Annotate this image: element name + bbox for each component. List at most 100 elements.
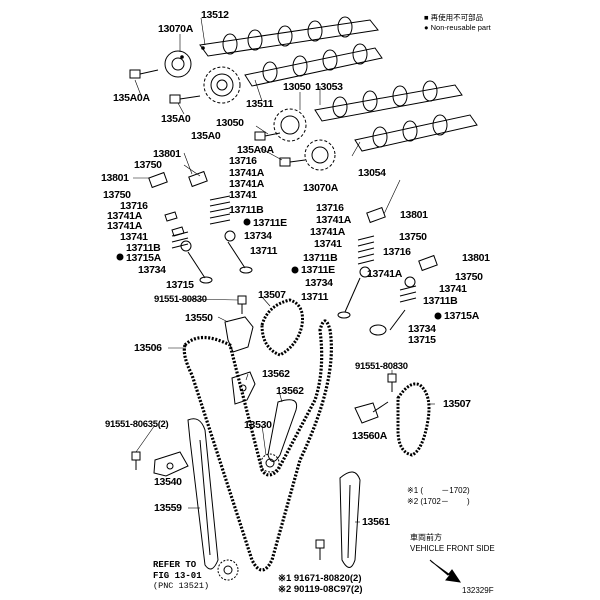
label-13741A-f: 13741A	[310, 226, 345, 238]
bolt-135A0-b	[254, 131, 281, 141]
label-13070A: 13070A	[158, 23, 193, 35]
label-13741-c: 13741	[314, 238, 342, 250]
camshaft-lower-left	[314, 80, 463, 122]
crankshaft-ref	[217, 559, 239, 581]
bolt-135A0A-b	[279, 157, 306, 167]
note-front-jp: 車両前方	[410, 533, 442, 542]
label-13741A-e: 13741A	[316, 214, 351, 226]
label-135A0A-b: 135A0A	[237, 144, 274, 156]
valve-train-left	[148, 170, 253, 284]
label-13561: 13561	[362, 516, 390, 528]
label-13716-b: 13716	[120, 200, 148, 212]
note-front-en: VEHICLE FRONT SIDE	[410, 544, 495, 553]
label-13741A-c: 13741A	[107, 210, 142, 222]
ref-line-3: (PNC 13521)	[153, 581, 210, 591]
ref-line-1: REFER TO	[153, 560, 197, 570]
camshaft-upper-left	[199, 16, 379, 57]
label-13512: 13512	[201, 9, 229, 21]
crank-sprocket-13530	[260, 453, 280, 473]
bolt-bottom	[315, 539, 325, 560]
camshaft-upper-right	[244, 43, 383, 87]
label-13715A-a: 13715A	[126, 252, 161, 264]
label-13734-d: 13734	[408, 323, 436, 335]
label-13801-b: 13801	[101, 172, 129, 184]
label-13559: 13559	[154, 502, 182, 514]
label-91551-a: 91551-80830	[154, 294, 207, 305]
label-13741A-b: 13741A	[229, 178, 264, 190]
label-13711-a: 13711	[250, 245, 278, 257]
legend-en: ● Non-reusable part	[424, 23, 491, 32]
label-13750-a: 13750	[134, 159, 162, 171]
tensioner-13562	[231, 371, 256, 405]
camshaft-lower-right	[354, 114, 478, 152]
label-13716-d: 13716	[383, 246, 411, 258]
label-13750-c: 13750	[399, 231, 427, 243]
chain-guide-13550	[224, 316, 254, 353]
label-13734-c: 13734	[305, 277, 333, 289]
figure-id: 132329F	[462, 586, 494, 595]
label-13741A-g: 13741A	[367, 268, 402, 280]
label-13054: 13054	[358, 167, 386, 179]
bolt-135A0	[169, 94, 201, 104]
cam-sprocket-1	[164, 50, 192, 78]
label-13050-a: 13050	[283, 81, 311, 93]
bolt-91551-b	[387, 373, 397, 392]
label-13741-a: 13741	[229, 189, 257, 201]
label-13506: 13506	[134, 342, 162, 354]
label-13711-b: 13711	[301, 291, 329, 303]
label-13711E-a: 13711E	[253, 217, 287, 229]
note-range-2: ※2 (1702－ )	[407, 497, 470, 506]
bottom-note-1: ※1 91671-80820(2)	[278, 573, 362, 584]
label-135A0A: 135A0A	[113, 92, 150, 104]
label-13750-d: 13750	[455, 271, 483, 283]
label-13801-d: 13801	[462, 252, 490, 264]
label-13750-b: 13750	[103, 189, 131, 201]
legend-jp-text: 再使用不可部品	[430, 13, 484, 22]
timing-chain-13506	[182, 319, 333, 572]
bolt-135A0A-left	[129, 69, 159, 79]
label-13715-a: 13715	[166, 279, 194, 291]
chain-13507-upper	[260, 298, 304, 357]
tensioner-13540	[153, 451, 189, 477]
cam-sprocket-4	[304, 139, 336, 171]
ref-line-2: FIG 13-01	[153, 571, 202, 581]
label-13562-b: 13562	[276, 385, 304, 397]
label-13715-b: 13715	[408, 334, 436, 346]
label-91551-c: 91551-80635(2)	[105, 419, 169, 430]
label-13560A: 13560A	[352, 430, 387, 442]
legend-jp: ■ 再使用不可部品	[424, 13, 484, 22]
label-13711E-b: 13711E	[301, 264, 335, 276]
chain-13507-lower	[396, 382, 431, 457]
label-13734-b: 13734	[138, 264, 166, 276]
label-13741A-a: 13741A	[229, 167, 264, 179]
valve-train-right	[337, 206, 438, 336]
label-13801-c: 13801	[400, 209, 428, 221]
label-13711B-d: 13711B	[423, 295, 458, 307]
label-13050-b: 13050	[216, 117, 244, 129]
label-13070A-b: 13070A	[303, 182, 338, 194]
label-13711B-c: 13711B	[303, 252, 338, 264]
label-13711B-a: 13711B	[229, 204, 264, 216]
label-13741-d: 13741	[439, 283, 467, 295]
leader-lines	[133, 17, 435, 523]
label-13562-a: 13562	[262, 368, 290, 380]
label-13550: 13550	[185, 312, 213, 324]
label-91551-b: 91551-80830	[355, 361, 408, 372]
label-13711B-b: 13711B	[126, 242, 161, 254]
front-arrow	[429, 559, 462, 583]
label-13530: 13530	[244, 419, 272, 431]
label-13540: 13540	[154, 476, 182, 488]
cam-sprocket-3	[273, 108, 307, 142]
label-13716-a: 13716	[229, 155, 257, 167]
legend-en-text: Non-reusable part	[430, 23, 491, 32]
chain-damper-13561	[339, 471, 361, 568]
tensioner-13560A	[354, 401, 389, 424]
label-13511: 13511	[246, 98, 274, 110]
label-13734-a: 13734	[244, 230, 272, 242]
label-13741A-d: 13741A	[107, 220, 142, 232]
label-13053: 13053	[315, 81, 343, 93]
label-135A0-b: 135A0	[191, 130, 221, 142]
note-range-1: ※1 ( －1702)	[407, 486, 470, 495]
bottom-note-2: ※2 90119-08C97(2)	[278, 584, 363, 595]
